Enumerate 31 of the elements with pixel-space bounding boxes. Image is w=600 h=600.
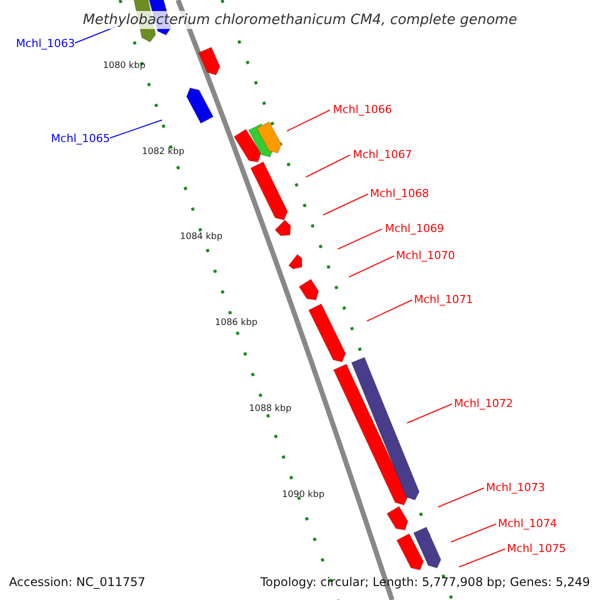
scale-label: 1086 kbp xyxy=(215,319,258,328)
leader-line xyxy=(306,154,350,178)
leader-line xyxy=(286,110,330,132)
gene-label: Mchl_1070 xyxy=(396,250,456,261)
gene-label: Mchl_1069 xyxy=(385,223,444,234)
leader-line xyxy=(110,120,162,138)
accession-text: Accession: NC_011757 xyxy=(9,576,146,588)
gene-label: Mchl_1071 xyxy=(414,294,474,305)
leader-line xyxy=(322,194,368,216)
scale-label: 1080 kbp xyxy=(103,62,146,71)
leader-line xyxy=(366,300,412,322)
gene-label: Mchl_1063 xyxy=(16,38,75,49)
gene-label: Mchl_1072 xyxy=(454,398,514,409)
gene-label: Mchl_1075 xyxy=(507,543,566,554)
leader-line xyxy=(450,524,496,542)
scale-label: 1088 kbp xyxy=(249,405,292,414)
gene-label: Mchl_1068 xyxy=(370,188,430,199)
leader-line xyxy=(458,548,506,568)
gene-label: Mchl_1065 xyxy=(50,133,110,144)
leader-line xyxy=(348,256,394,278)
leader-line xyxy=(438,488,484,508)
scale-label: 1090 kbp xyxy=(282,491,324,500)
scale-label: 1082 kbp xyxy=(142,148,184,157)
leader-line xyxy=(406,404,452,424)
leader-line xyxy=(338,228,382,250)
gene-label: Mchl_1067 xyxy=(353,149,412,160)
genome-info-text: Topology: circular; Length: 5,777,908 bp; Genes: 5,249 xyxy=(260,576,590,588)
gene-label: Mchl_1073 xyxy=(486,482,546,493)
gene-label: Mchl_1074 xyxy=(498,518,558,529)
gene-label: Mchl_1066 xyxy=(333,104,392,115)
scale-label: 1084 kbp xyxy=(180,233,222,242)
